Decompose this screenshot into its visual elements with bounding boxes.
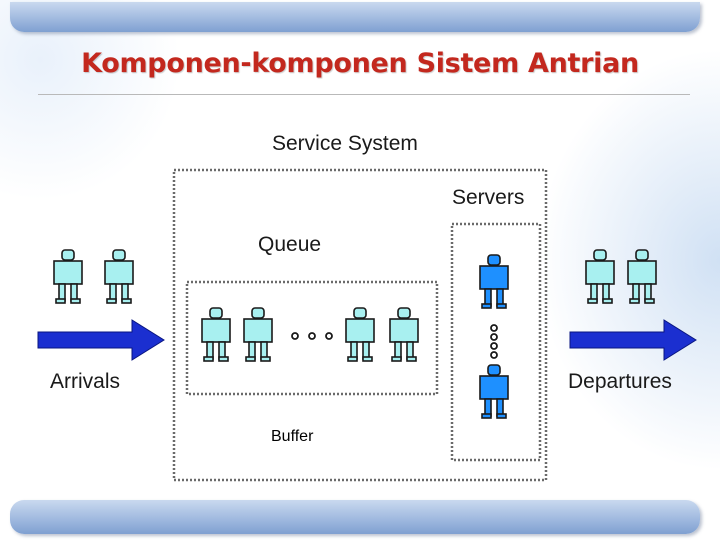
servers-ellipsis-dot [490, 324, 498, 332]
queued-customer [345, 307, 375, 362]
queued-customer [243, 307, 273, 362]
servers-ellipsis-dot [490, 351, 498, 359]
title-divider [38, 94, 690, 95]
servers-box [450, 222, 542, 462]
departures-arrow [569, 319, 697, 361]
departing-customer [585, 249, 615, 304]
arrivals-arrow [37, 319, 165, 361]
queue-ellipsis-dot [291, 332, 299, 340]
queue-ellipsis-dot [325, 332, 333, 340]
arrivals-label: Arrivals [50, 370, 121, 393]
departing-customer [627, 249, 657, 304]
departures-label: Departures [568, 370, 672, 393]
slide-title: Komponen-komponen Sistem Antrian [81, 48, 639, 79]
footer-bar [10, 500, 700, 534]
service-system-box [172, 168, 548, 482]
server-figure [479, 364, 509, 419]
queued-customer [389, 307, 419, 362]
servers-label: Servers [452, 186, 525, 209]
arriving-customer [53, 249, 83, 304]
servers-ellipsis-dot [490, 342, 498, 350]
header-bar [10, 2, 700, 32]
queued-customer [201, 307, 231, 362]
servers-ellipsis-dot [490, 333, 498, 341]
queue-label: Queue [258, 233, 322, 256]
buffer-box [185, 280, 439, 396]
queue-ellipsis-dot [308, 332, 316, 340]
arriving-customer [104, 249, 134, 304]
service-system-label: Service System [272, 132, 418, 155]
buffer-label: Buffer [271, 428, 314, 445]
server-figure [479, 254, 509, 309]
